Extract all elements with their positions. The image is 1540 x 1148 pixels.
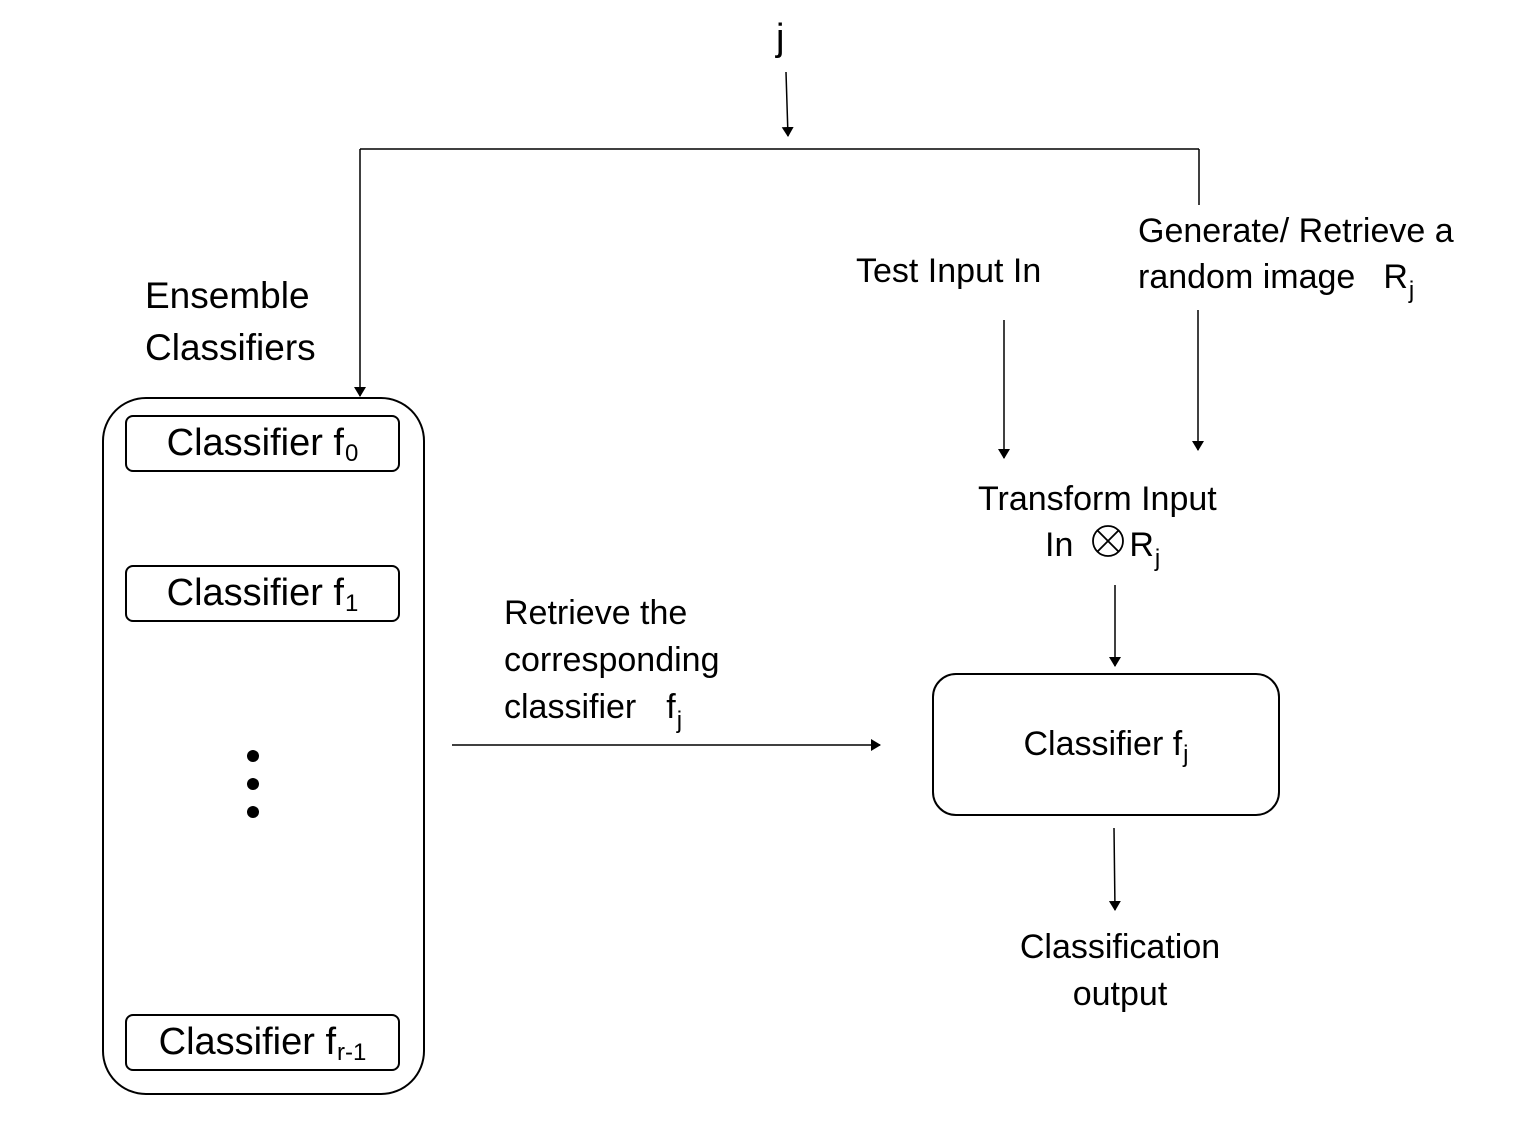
transform-line1: Transform Input: [978, 480, 1217, 518]
classifier-label-last: Classifier f: [158, 1021, 337, 1063]
retrieve-line3: classifier: [504, 688, 637, 726]
classification-output-label: Classification output: [1017, 924, 1223, 1018]
retrieve-line1: Retrieve the: [504, 594, 688, 632]
retrieve-subscript: j: [676, 707, 683, 734]
retrieve-symbol: f: [666, 688, 676, 726]
transform-symbol: R: [1129, 526, 1154, 564]
random-image-line2: random image: [1138, 258, 1356, 296]
output-line2: output: [1072, 975, 1168, 1013]
classifier-subscript-last: r-1: [337, 1038, 367, 1066]
ensemble-title-line2: Classifiers: [145, 327, 316, 368]
ensemble-container: [102, 397, 425, 1095]
transform-label: Transform Input In Rj: [978, 476, 1217, 572]
transform-line2-row: In Rj: [978, 522, 1217, 572]
random-image-line1: Generate/ Retrieve a: [1138, 212, 1454, 250]
classifier-label-0: Classifier f: [166, 422, 344, 464]
ensemble-title-line1: Ensemble: [145, 275, 310, 316]
retrieve-label: Retrieve the corresponding classifier fj: [504, 590, 719, 734]
test-input-label: Test Input In: [856, 252, 1042, 290]
selected-classifier-label: Classifier f: [1023, 725, 1183, 763]
transform-operand: In: [1045, 526, 1074, 564]
input-index-label: j: [776, 17, 785, 59]
random-image-line2-row: random image Rj: [1138, 254, 1454, 304]
classifier-subscript-1: 1: [345, 589, 359, 617]
random-image-label: Generate/ Retrieve a random image Rj: [1138, 208, 1454, 304]
random-image-subscript: j: [1408, 277, 1415, 304]
transform-subscript: j: [1154, 545, 1161, 572]
ellipsis-dot-3: [247, 806, 259, 818]
circled-times-icon: [1091, 524, 1125, 570]
retrieve-line2: corresponding: [504, 641, 720, 679]
classifier-label-1: Classifier f: [166, 572, 344, 614]
output-line1: Classification: [1019, 928, 1221, 966]
arrow-j-down: [781, 71, 794, 137]
arrow-output-down: [1108, 827, 1121, 911]
classifier-subscript-0: 0: [345, 439, 359, 467]
selected-classifier-subscript: j: [1183, 740, 1189, 768]
ensemble-title: Ensemble Classifiers: [145, 270, 316, 374]
random-image-symbol: R: [1383, 258, 1408, 296]
retrieve-line3-row: classifier fj: [504, 684, 719, 734]
ellipsis-dot-1: [247, 750, 259, 762]
ellipsis-dot-2: [247, 778, 259, 790]
